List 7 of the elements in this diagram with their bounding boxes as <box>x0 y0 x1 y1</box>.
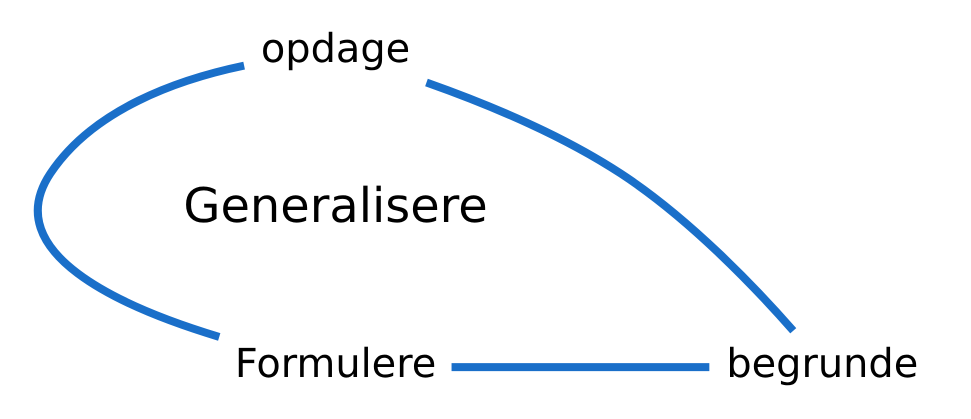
connector <box>33 62 244 341</box>
connector <box>451 363 709 372</box>
node-text: opdage <box>260 26 410 72</box>
node-text: Formulere <box>234 341 436 388</box>
connector <box>424 78 796 334</box>
node-text: begrunde <box>726 341 918 388</box>
label: Generalisere <box>182 178 488 234</box>
